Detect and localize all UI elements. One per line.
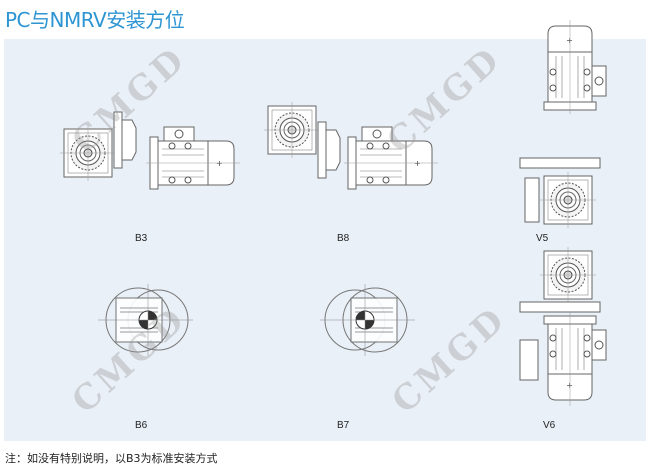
label-b8: B8 bbox=[337, 233, 350, 244]
diagram-panel bbox=[4, 39, 646, 441]
label-v6: V6 bbox=[543, 420, 556, 431]
label-v5: V5 bbox=[536, 233, 549, 244]
v6-drawing bbox=[519, 246, 607, 407]
b7-drawing bbox=[319, 283, 416, 357]
v5-drawing bbox=[519, 19, 607, 229]
page-title: PC与NMRV安装方位 bbox=[5, 8, 185, 32]
label-b3: B3 bbox=[135, 233, 148, 244]
label-b7: B7 bbox=[337, 420, 350, 431]
label-b6: B6 bbox=[135, 420, 148, 431]
footnote: 注：如没有特别说明，以B3为标准安装方式 bbox=[5, 452, 218, 465]
